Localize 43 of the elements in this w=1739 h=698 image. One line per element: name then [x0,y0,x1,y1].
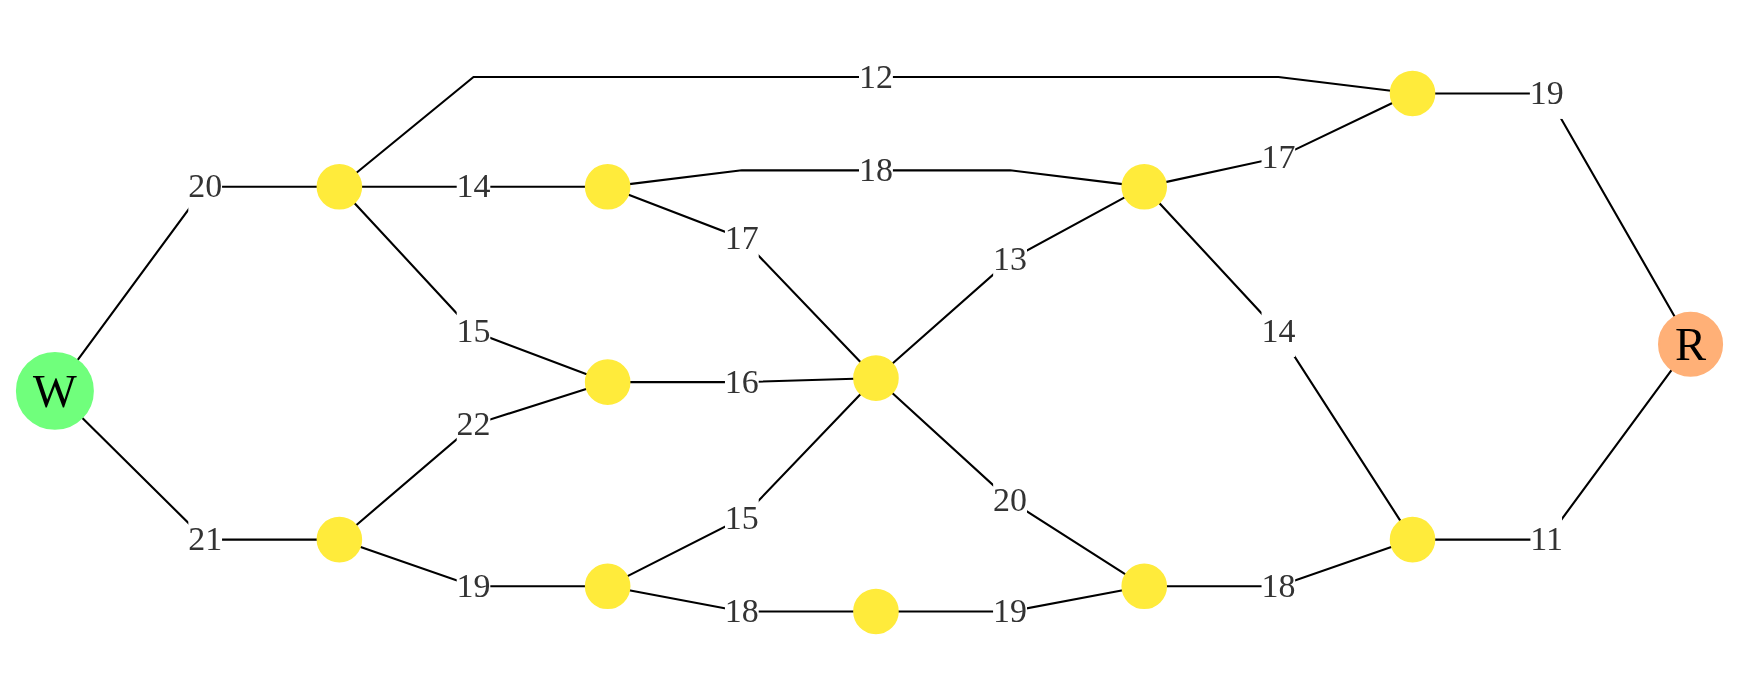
node-circle [584,563,631,610]
node-circle: R [1658,311,1724,377]
edge-label: 19 [456,567,491,604]
connector [1434,92,1676,318]
edge-label: 14 [1261,312,1296,349]
edge-label: 11 [1530,520,1563,557]
edge-label: 19 [993,592,1028,629]
edge-label: 15 [456,312,491,349]
node-circle [1389,516,1436,563]
edge-label: 16 [724,363,759,400]
edge-label: 18 [1261,567,1296,604]
connector [1165,101,1394,184]
edge-label: 20 [188,167,223,204]
node-circle [316,163,363,210]
node-circle [316,516,363,563]
connector [891,196,1126,365]
edge-label: 17 [1261,138,1296,175]
edge-label: 18 [858,151,893,188]
edge-label: 13 [993,240,1028,277]
edge-label: 14 [456,167,491,204]
node-circle [853,355,899,401]
node-circle [1121,163,1168,210]
edge-label: 18 [724,592,759,629]
node-circle [584,163,631,210]
node-circle: W [15,351,94,430]
edge-label: 22 [456,405,491,442]
edge-label: 21 [188,520,223,557]
node-circle [853,588,899,635]
connector [626,393,862,578]
edge-label: 20 [993,481,1028,518]
node-circle [1121,563,1168,610]
connector [627,193,862,364]
connector [355,387,588,527]
edge-label: 17 [724,219,759,256]
connector [629,169,1123,186]
connector [891,392,1127,576]
edge-label: 12 [858,57,893,94]
connector [353,201,588,376]
node-circle [584,359,631,405]
edge-label: 15 [724,499,759,536]
node-circle [1389,70,1436,117]
edge-label: 19 [1529,74,1564,111]
connector [1158,201,1402,522]
